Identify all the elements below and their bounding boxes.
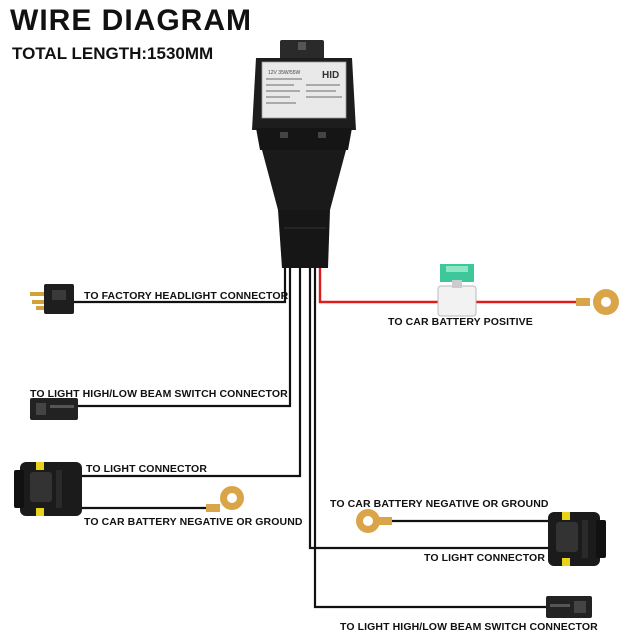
wire-battery-positive bbox=[318, 268, 438, 304]
ground-ring-left bbox=[206, 486, 244, 512]
factory-headlight-connector bbox=[30, 284, 74, 314]
switch-connector-left bbox=[30, 398, 78, 420]
fuse-holder bbox=[437, 264, 477, 317]
diagram-title: WIRE DIAGRAM bbox=[10, 4, 252, 37]
light-connector-right bbox=[548, 512, 606, 566]
wire-light-right bbox=[308, 268, 548, 550]
label-factory-headlight: TO FACTORY HEADLIGHT CONNECTOR bbox=[84, 290, 289, 302]
label-switch-right: TO LIGHT HIGH/LOW BEAM SWITCH CONNECTOR bbox=[340, 621, 598, 633]
relay-label-text: 12V 35W/55W bbox=[268, 70, 301, 76]
total-length-label: TOTAL LENGTH:1530MM bbox=[12, 44, 214, 63]
label-switch-left: TO LIGHT HIGH/LOW BEAM SWITCH CONNECTOR bbox=[30, 388, 288, 400]
label-light-left: TO LIGHT CONNECTOR bbox=[86, 463, 207, 475]
wire-light-left bbox=[80, 268, 302, 478]
ground-ring-right bbox=[356, 509, 392, 533]
label-ground-left: TO CAR BATTERY NEGATIVE OR GROUND bbox=[84, 516, 303, 528]
light-connector-left bbox=[14, 462, 82, 516]
label-ground-right: TO CAR BATTERY NEGATIVE OR GROUND bbox=[330, 498, 549, 510]
battery-positive-ring bbox=[576, 289, 619, 315]
relay-badge: HID bbox=[322, 70, 339, 81]
wire-switch-right bbox=[313, 268, 548, 609]
wire-switch-left bbox=[78, 268, 292, 408]
label-light-right: TO LIGHT CONNECTOR bbox=[424, 552, 545, 564]
wires bbox=[72, 268, 548, 609]
relay-module: 12V 35W/55W HID bbox=[252, 40, 356, 268]
switch-connector-right bbox=[546, 596, 592, 618]
label-battery-positive: TO CAR BATTERY POSITIVE bbox=[388, 316, 533, 328]
wire-factory-headlight bbox=[72, 268, 287, 304]
